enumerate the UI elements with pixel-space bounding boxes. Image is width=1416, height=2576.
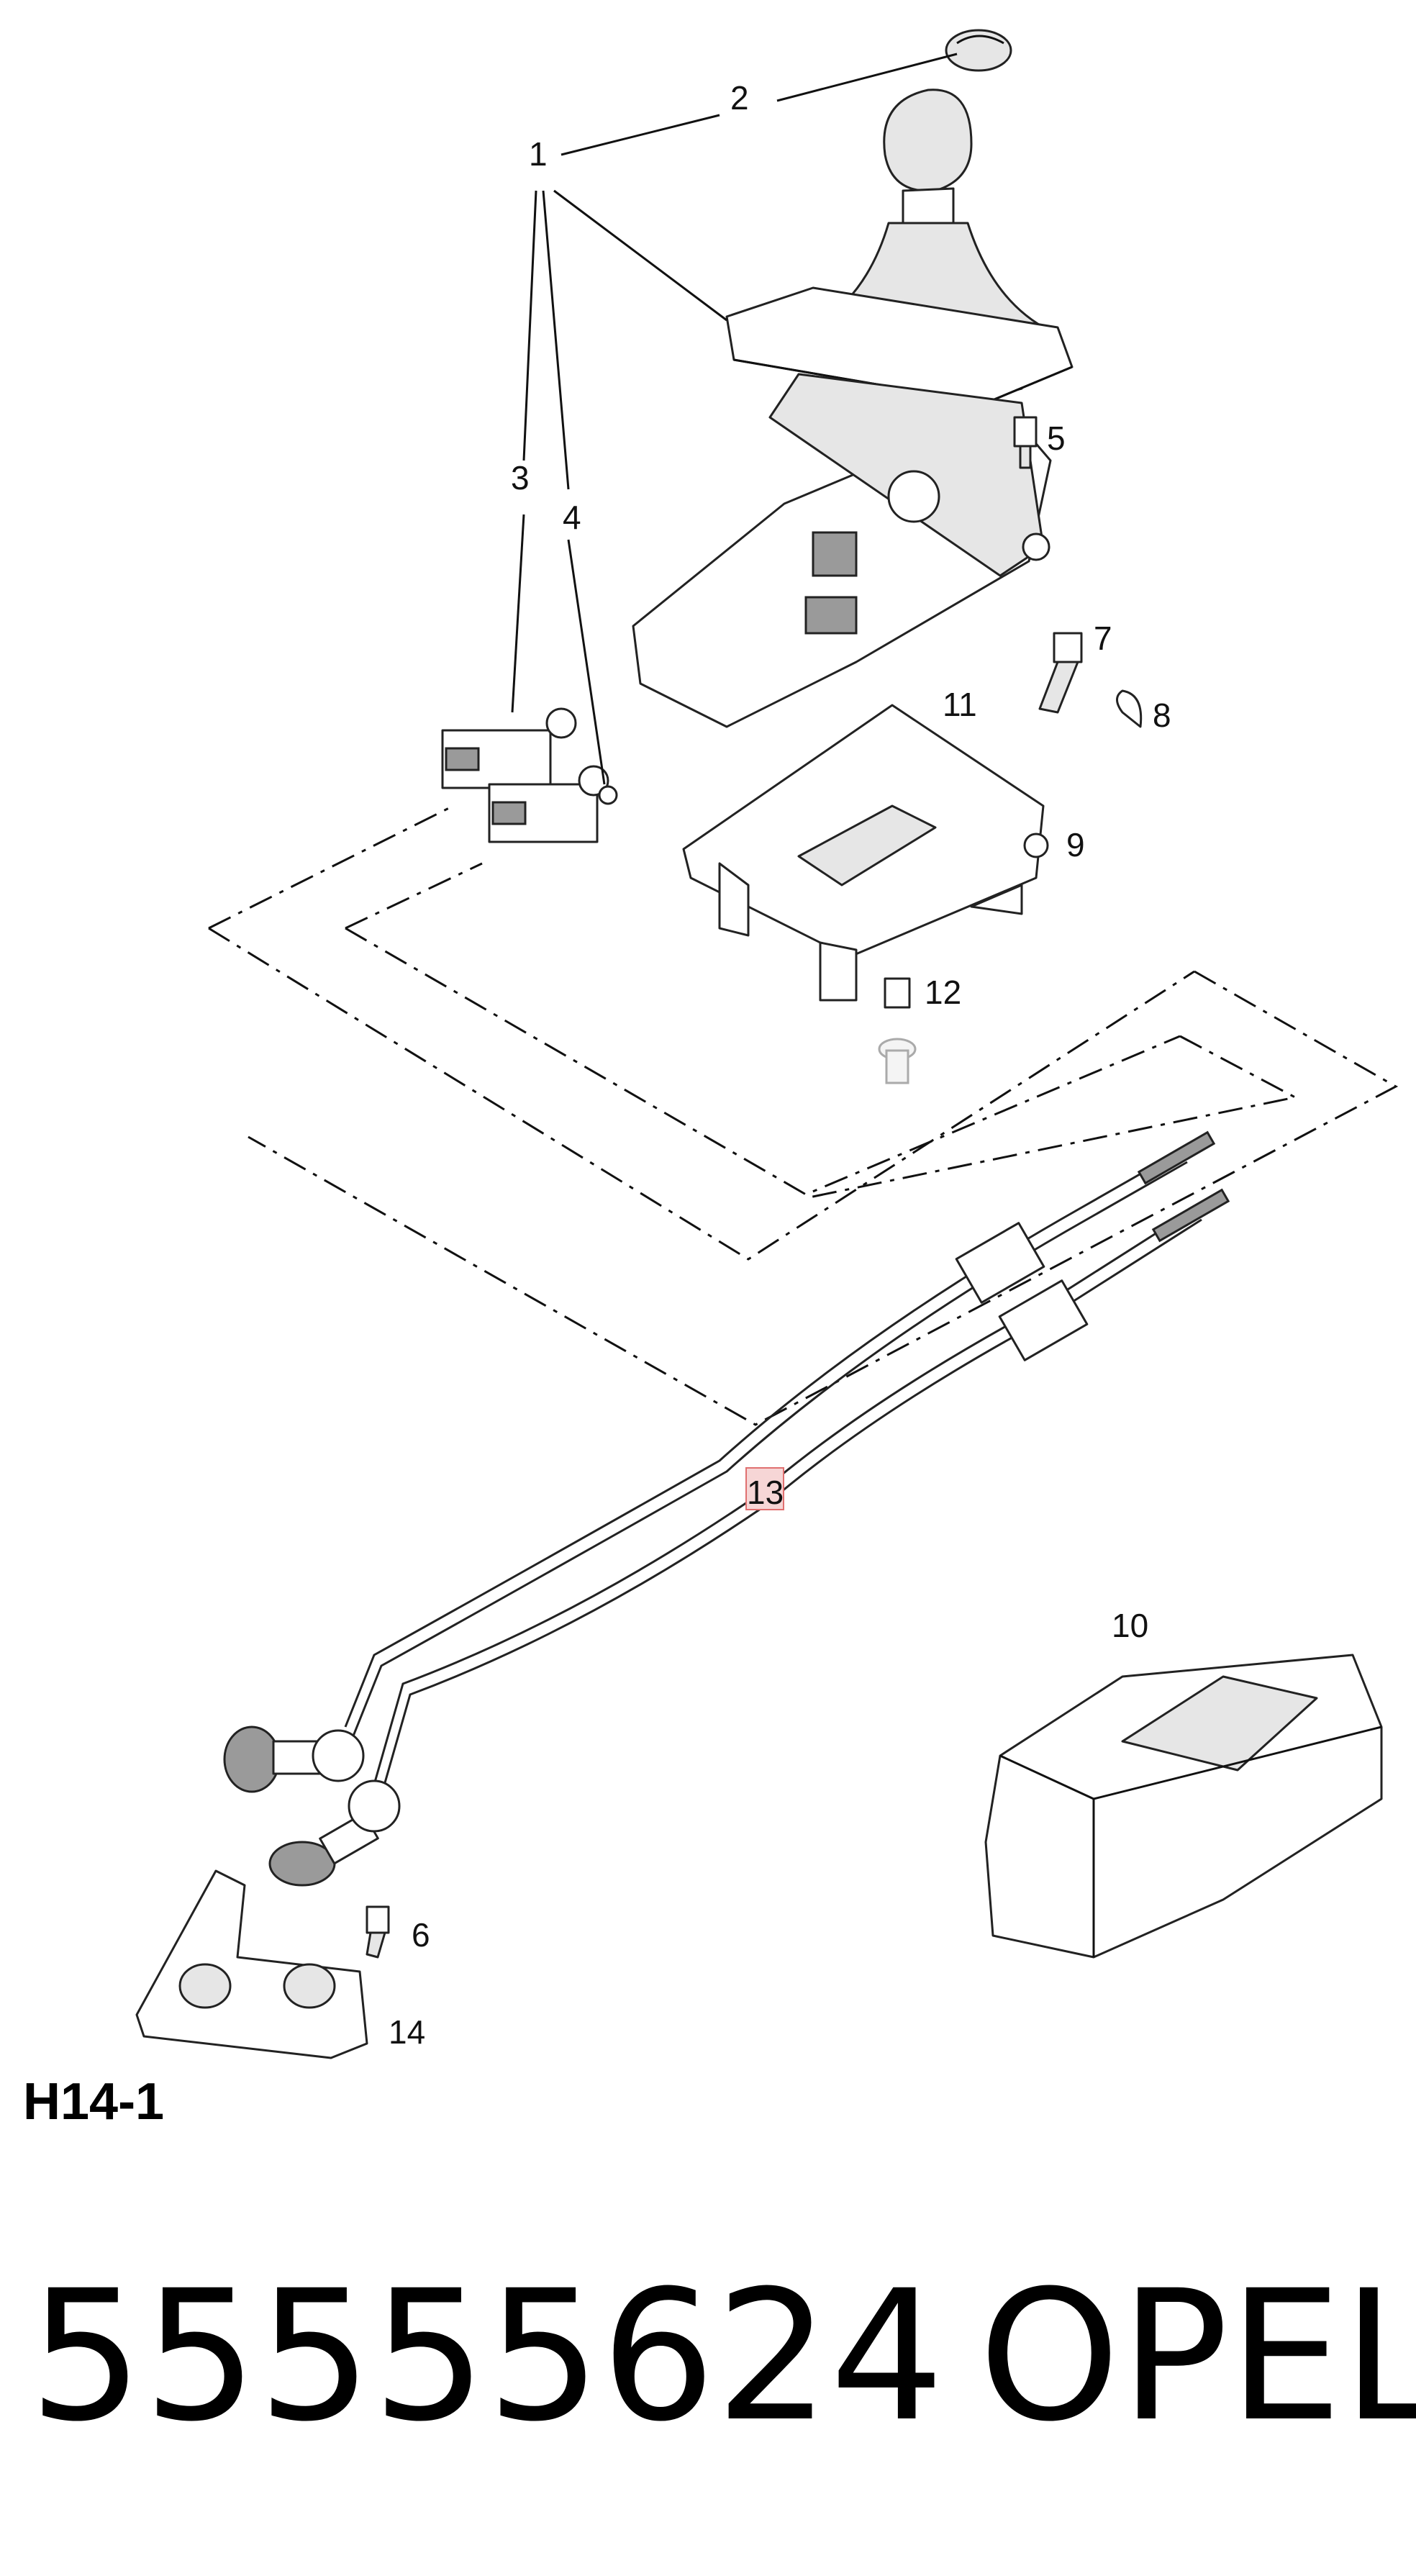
cable-clip-3-part [441,707,577,789]
shifter-housing-part [632,373,1052,728]
knob-insert-part [945,29,1012,72]
callout-13: 13 [747,1474,784,1511]
callout-8: 8 [1153,697,1171,734]
brand-name: OPEL [979,2251,1416,2461]
bracket-14-part [135,1869,368,2059]
dashed-outline-outer [208,804,1399,1426]
callout-14: 14 [389,2013,425,2051]
shift-boot-part [725,222,1074,404]
callout-2: 2 [730,79,749,117]
cable-end-lower-part [223,1725,401,1887]
shift-knob-part [883,89,973,225]
nut-9-part [1023,833,1049,858]
bolt-6-part [366,1905,390,1959]
bolt-7-part [1038,632,1083,714]
callout-12: 12 [925,974,961,1011]
base-plate-part [682,704,1045,1002]
callout-4: 4 [563,499,581,536]
shift-cable-part [344,1130,1230,1796]
bolt-5-part [1013,416,1038,469]
callout-1: 1 [529,135,548,173]
diagram-reference: H14-1 [23,2073,165,2131]
console-trim-part [984,1654,1383,1959]
callout-3: 3 [511,459,530,496]
dashed-outline-inner [345,862,1299,1199]
callout-11: 11 [943,686,977,723]
part-number: 55555624 [29,2251,945,2461]
callout-6: 6 [412,1916,430,1954]
bolt-12-part [878,977,917,1084]
callout-9: 9 [1066,826,1085,863]
callout-13-highlight [745,1467,784,1510]
callout-10: 10 [1112,1607,1148,1644]
callout-7: 7 [1094,620,1112,657]
callout-5: 5 [1047,419,1066,457]
cable-clip-4-part [488,765,618,843]
leader-lines [511,53,958,785]
clip-8-part [1116,689,1143,728]
